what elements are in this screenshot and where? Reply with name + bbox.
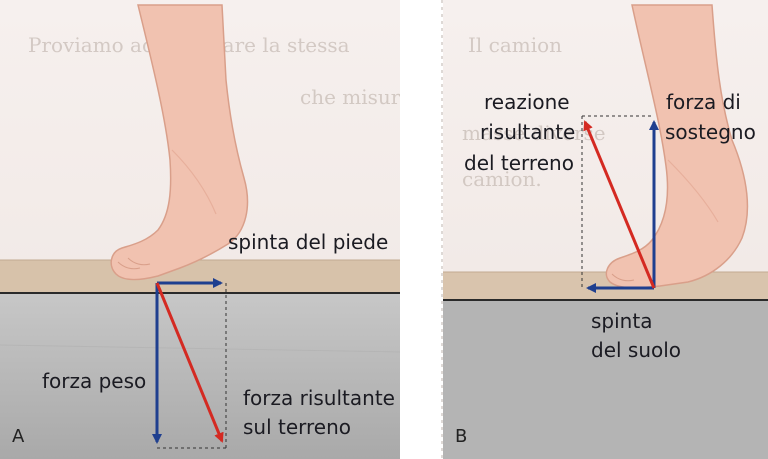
- parallelogram-dashes-b: [581, 115, 654, 288]
- label-ground-push-line1: spinta: [591, 309, 652, 333]
- label-support-line2: sostegno: [665, 120, 756, 144]
- panel-b: Il camion masse diverse camion. reazione…: [443, 0, 768, 459]
- panel-letter-b: B: [455, 426, 467, 447]
- arrow-ground-reaction: [583, 120, 656, 289]
- label-ground-push-line2: del suolo: [591, 338, 681, 362]
- lower-section: [0, 294, 400, 459]
- label-reaction-line1: reazione: [484, 90, 570, 114]
- label-reaction-line3: del terreno: [464, 151, 574, 175]
- panel-gap: [400, 0, 442, 459]
- background-text-line5: camion.: [462, 167, 542, 191]
- label-weight: forza peso: [42, 369, 146, 393]
- label-support-line1: forza di: [666, 90, 741, 114]
- foot-illustration-b: [605, 4, 749, 289]
- label-foot-push: spinta del piede: [228, 230, 388, 254]
- arrow-resultant-ground: [155, 282, 224, 443]
- label-reaction-line2: risultante: [480, 120, 575, 144]
- panel-a: Proviamo ad applicare la stessa che misu…: [0, 0, 620, 459]
- ground-surface: [0, 260, 400, 294]
- lower-streak: [0, 344, 401, 353]
- foot-illustration: [110, 4, 249, 281]
- label-resultant-line1: forza risultante: [243, 386, 395, 410]
- label-resultant-line2: sul terreno: [243, 415, 351, 439]
- lower-section-b: [443, 301, 768, 459]
- background-text-line2: Il camion: [468, 33, 562, 57]
- panel-letter-a: A: [12, 426, 25, 447]
